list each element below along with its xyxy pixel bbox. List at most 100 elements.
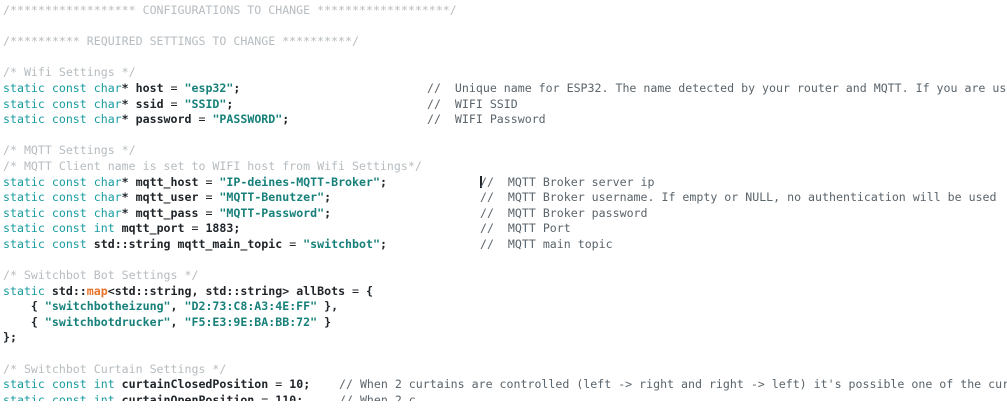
code-line-decl-mqtt-user[interactable]: static const char* mqtt_user = "MQTT-Ben… — [3, 190, 1007, 206]
code-line-comment-switchbot-curtain-settings[interactable]: /* Switchbot Curtain Settings */ — [3, 362, 1007, 378]
token-kw: static const — [3, 236, 87, 251]
comment-text: // When 2 curtains are controlled (left … — [339, 377, 1007, 392]
trailing-comment: // When 2 curtains are controlled (left … — [339, 377, 1007, 393]
code-line-decl-curtain-closed-position[interactable]: static const int curtainClosedPosition =… — [3, 377, 1007, 393]
code-line-allbots-entry-heizung[interactable]: { "switchbotheizung", "D2:73:C8:A3:4E:FF… — [3, 299, 1007, 315]
comment-text: // WIFI SSID — [427, 96, 518, 111]
token-plain — [115, 377, 122, 391]
token-plain: = — [254, 392, 276, 401]
token-type: std::string — [93, 236, 171, 251]
trailing-comment: // MQTT Broker username. If empty or NUL… — [480, 190, 997, 206]
token-str: "MQTT-Benutzer" — [219, 190, 325, 205]
code-text: static const char* ssid = "SSID"; — [3, 97, 233, 111]
token-plain: = — [191, 112, 213, 127]
text-caret — [480, 175, 482, 188]
code-text: static const std::string mqtt_main_topic… — [3, 237, 387, 251]
code-line-decl-mqtt-main-topic[interactable]: static const std::string mqtt_main_topic… — [3, 237, 1007, 253]
code-line-decl-ssid[interactable]: static const char* ssid = "SSID"; // WIFI… — [3, 97, 1007, 113]
code-text: { "switchbotheizung", "D2:73:C8:A3:4E:FF… — [3, 299, 338, 313]
token-plain: = — [198, 174, 220, 189]
token-punct: * — [121, 190, 136, 205]
token-punct: ; — [324, 205, 332, 220]
code-text: static std::map<std::string, std::string… — [3, 284, 373, 298]
token-punct: ; — [282, 112, 290, 127]
code-text: static const int curtainOpenPosition = 1… — [3, 393, 303, 401]
token-str: "MQTT-Password" — [219, 205, 325, 220]
code-line-decl-password[interactable]: static const char* password = "PASSWORD"… — [3, 112, 1007, 128]
code-line-comment-wifi-settings[interactable]: /* Wifi Settings */ — [3, 65, 1007, 81]
code-line-allbots-close[interactable]: }; — [3, 330, 1007, 346]
token-punct: ; — [379, 174, 387, 189]
code-line-decl-host[interactable]: static const char* host = "esp32";// Uni… — [3, 81, 1007, 97]
token-plain — [171, 237, 178, 251]
token-kw: static const char — [3, 190, 122, 205]
code-text: static const char* password = "PASSWORD"… — [3, 112, 289, 126]
token-str: "F5:E3:9E:BA:BB:72" — [184, 314, 318, 329]
token-kw: static const char — [3, 112, 122, 127]
code-text: static const char* mqtt_pass = "MQTT-Pas… — [3, 206, 331, 220]
code-line-banner-required-settings[interactable]: /********** REQUIRED SETTINGS TO CHANGE … — [3, 34, 1007, 50]
token-blockcmt: /****************** CONFIGURATIONS TO CH… — [3, 3, 457, 17]
code-line-comment-mqtt-client-name[interactable]: /* MQTT Client name is set to WIFI host … — [3, 159, 1007, 175]
code-text: /* MQTT Client name is set to WIFI host … — [3, 159, 422, 173]
code-line-decl-partial-last[interactable]: static const int curtainOpenPosition = 1… — [3, 393, 1007, 401]
token-ident: mqtt_user — [135, 190, 199, 205]
trailing-comment: // WIFI Password — [427, 112, 546, 128]
code-line-blank-3[interactable] — [3, 128, 1007, 144]
code-text: }; — [3, 330, 17, 344]
comment-text: // MQTT Broker password — [480, 205, 648, 220]
code-line-blank-4[interactable] — [3, 253, 1007, 269]
token-ident: ssid — [135, 96, 164, 111]
token-punct: ; — [233, 80, 241, 95]
trailing-comment: // WIFI SSID — [427, 97, 518, 113]
token-kw: static const int — [3, 392, 115, 401]
token-str: "SSID" — [184, 96, 227, 111]
token-ident: mqtt_host — [135, 174, 199, 189]
trailing-comment: // MQTT main topic — [480, 237, 613, 253]
token-num: 1883 — [205, 221, 234, 236]
token-plain — [45, 284, 52, 298]
token-punct: * — [121, 96, 136, 111]
token-punct: * — [121, 112, 136, 127]
token-punct: { — [3, 299, 45, 314]
token-blockcmt: /* Switchbot Bot Settings */ — [3, 268, 199, 283]
token-punct: { — [3, 314, 45, 329]
code-line-comment-mqtt-settings[interactable]: /* MQTT Settings */ — [3, 143, 1007, 159]
code-line-blank-2[interactable] — [3, 50, 1007, 66]
code-line-blank-5[interactable] — [3, 346, 1007, 362]
token-ident: allBots — [296, 283, 346, 298]
code-line-decl-allbots[interactable]: static std::map<std::string, std::string… — [3, 284, 1007, 300]
token-blockcmt: /* Wifi Settings */ — [3, 65, 136, 80]
code-line-decl-mqtt-pass[interactable]: static const char* mqtt_pass = "MQTT-Pas… — [3, 206, 1007, 222]
token-ident: mqtt_port — [121, 221, 185, 236]
token-punct: ; — [233, 221, 241, 236]
token-ident: mqtt_pass — [135, 205, 199, 220]
code-line-comment-switchbot-bot-settings[interactable]: /* Switchbot Bot Settings */ — [3, 268, 1007, 284]
token-kw: static — [3, 283, 45, 298]
code-text: static const char* host = "esp32"; — [3, 81, 240, 95]
token-plain: = — [282, 236, 304, 251]
code-line-banner-configurations[interactable]: /****************** CONFIGURATIONS TO CH… — [3, 3, 1007, 19]
code-line-decl-mqtt-port[interactable]: static const int mqtt_port = 1883;// MQT… — [3, 221, 1007, 237]
code-line-blank-1[interactable] — [3, 19, 1007, 35]
token-plain: = — [345, 283, 367, 298]
token-ident: curtainOpenPosition — [121, 392, 255, 401]
token-mapkw: map — [86, 283, 108, 298]
token-kw: static const char — [3, 96, 122, 111]
code-line-allbots-entry-drucker[interactable]: { "switchbotdrucker", "F5:E3:9E:BA:BB:72… — [3, 315, 1007, 331]
token-punct: ; — [303, 377, 311, 392]
token-plain: = — [163, 80, 185, 95]
token-str: "PASSWORD" — [212, 112, 283, 127]
comment-text: // MQTT Port — [480, 221, 571, 236]
token-blockcmt: /* MQTT Client name is set to WIFI host … — [3, 158, 422, 173]
comment-text: // When 2 c — [339, 392, 416, 401]
token-punct: * — [121, 205, 136, 220]
token-str: "switchbotdrucker" — [44, 314, 171, 329]
trailing-comment: // When 2 c — [339, 393, 416, 401]
code-line-decl-mqtt-host[interactable]: static const char* mqtt_host = "IP-deine… — [3, 175, 1007, 191]
token-str: "switchbot" — [303, 236, 380, 251]
token-ident: host — [135, 80, 164, 95]
token-plain: = — [184, 221, 206, 236]
comment-text: // WIFI Password — [427, 112, 546, 127]
